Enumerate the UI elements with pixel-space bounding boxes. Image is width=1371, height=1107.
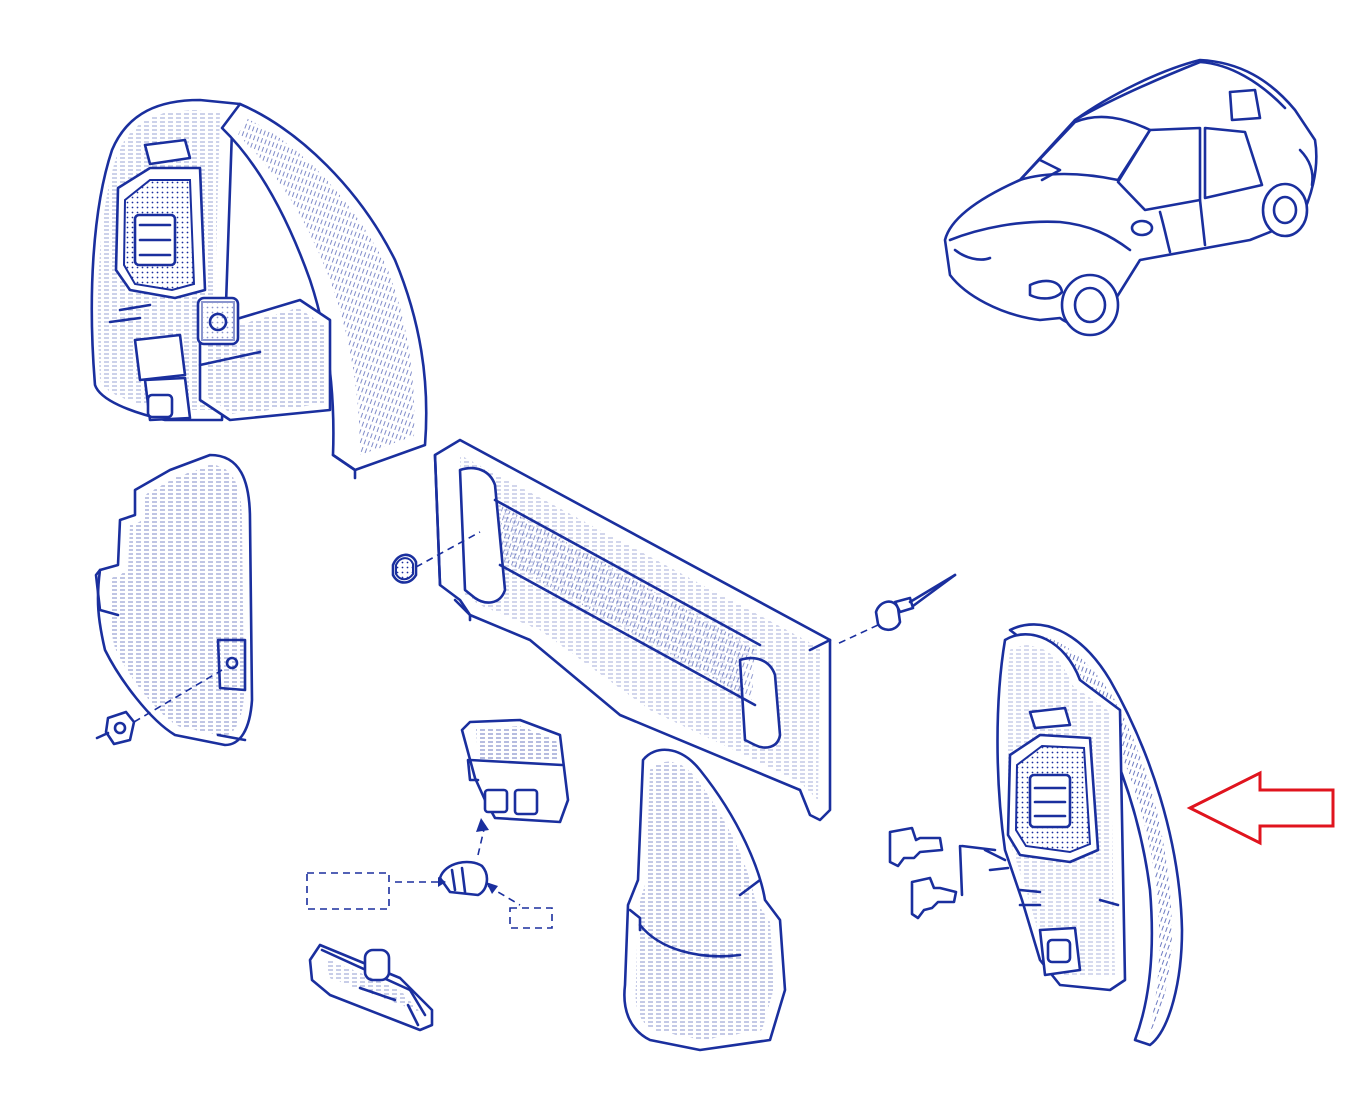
lower-cover — [623, 748, 787, 1052]
panel-rivet — [874, 573, 957, 632]
highlight-arrow — [1186, 770, 1335, 846]
inner-lamp-cover — [94, 453, 254, 747]
nut-guide-line — [133, 669, 223, 723]
bulb — [438, 860, 489, 897]
car-illustration — [943, 58, 1318, 337]
dashed-part-box-right — [509, 907, 553, 929]
rear-lamp-assembly — [983, 623, 1184, 1047]
plate-light-housing — [460, 718, 570, 824]
upper-lamp-assembly — [90, 98, 428, 480]
bulb-socket — [308, 943, 434, 1032]
license-plate-panel — [433, 438, 832, 822]
cover-nut — [95, 710, 136, 746]
panel-clip — [391, 553, 418, 584]
wing-screws — [888, 826, 997, 920]
clip-guide-line — [415, 531, 481, 568]
rivet-guide-line — [834, 624, 879, 646]
dashed-part-box-left — [306, 872, 390, 910]
